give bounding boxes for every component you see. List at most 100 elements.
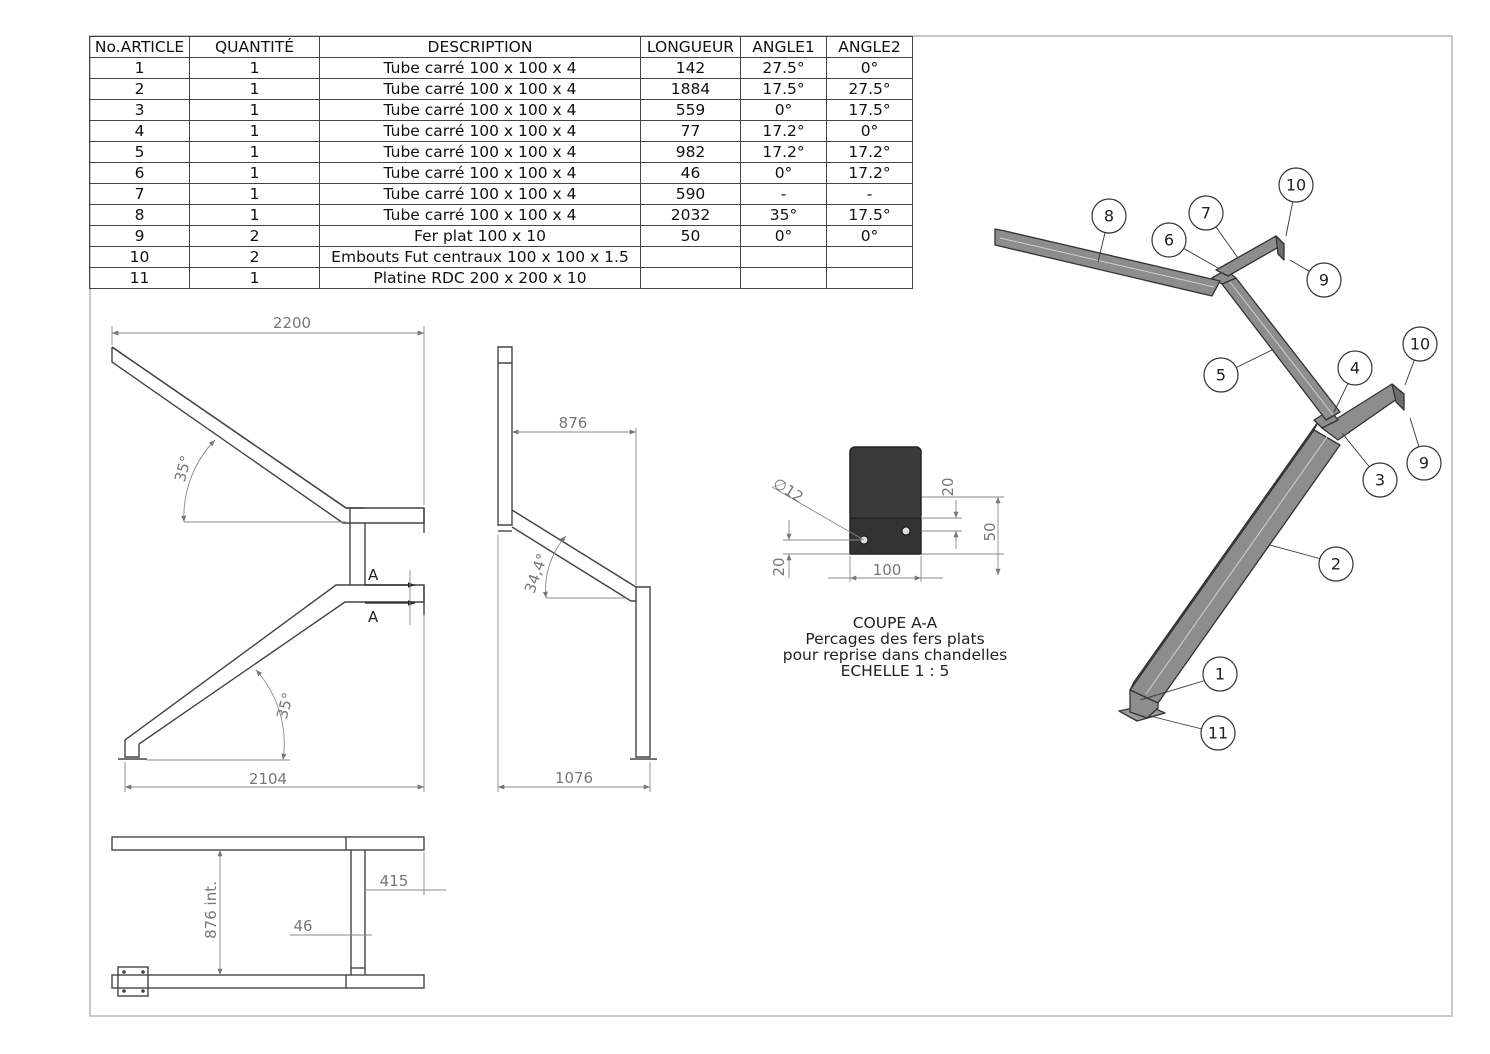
cell-description: Tube carré 100 x 100 x 4: [319, 57, 641, 79]
cell-angle2: 27.5°: [826, 78, 913, 100]
section-caption-line-2: pour reprise dans chandelles: [782, 646, 1008, 664]
front-bottom-stub: [350, 584, 425, 603]
cell-description: Tube carré 100 x 100 x 4: [319, 78, 641, 100]
svg-text:9: 9: [1319, 271, 1329, 290]
cell-angle2: 0°: [826, 57, 913, 79]
svg-text:9: 9: [1419, 454, 1429, 473]
section-marker-bottom: A: [368, 608, 379, 626]
svg-text:2: 2: [1331, 555, 1341, 574]
cell-description: Platine RDC 200 x 200 x 10: [319, 267, 641, 289]
front-top-stub: [346, 507, 425, 524]
dim-section-height: 50: [981, 522, 999, 541]
svg-text:7: 7: [1201, 204, 1211, 223]
iso-tube-2: [1129, 429, 1341, 704]
top-lower-bar: [111, 974, 425, 989]
balloon-9-upper: 9: [1306, 262, 1342, 298]
header-quantity: QUANTITÉ: [189, 36, 320, 58]
isometric-view: 1 2 3 4 5 6 7 8 9 10 11 9 10: [994, 167, 1442, 751]
dim-front-bottom-angle: 35°: [273, 691, 297, 721]
balloon-11: 11: [1200, 715, 1236, 751]
section-scale: ECHELLE 1 : 5: [840, 662, 950, 680]
cell-angle2: 17.5°: [826, 204, 913, 226]
svg-text:10: 10: [1286, 176, 1306, 195]
header-angle2: ANGLE2: [826, 36, 913, 58]
cell-angle1: 0°: [740, 99, 827, 121]
svg-text:11: 11: [1208, 724, 1228, 743]
balloon-10-upper: 10: [1278, 167, 1314, 203]
svg-text:5: 5: [1216, 366, 1226, 385]
top-view: 876 int. 415 46: [111, 836, 446, 997]
bill-of-materials-table: No.ARTICLE QUANTITÉ DESCRIPTION LONGUEUR…: [89, 36, 913, 289]
cell-angle2: [826, 267, 913, 289]
dim-front-bottom-width: 2104: [249, 770, 287, 788]
cell-description: Tube carré 100 x 100 x 4: [319, 162, 641, 184]
dim-front-top-width: 2200: [273, 314, 311, 332]
section-marker-top: A: [368, 566, 379, 584]
balloon-2: 2: [1318, 546, 1354, 582]
section-title: COUPE A-A: [852, 614, 938, 632]
svg-text:6: 6: [1164, 231, 1174, 250]
svg-text:10: 10: [1410, 335, 1430, 354]
section-view: ∅12 20 50 20 100: [770, 446, 1004, 582]
side-arm: [511, 509, 651, 758]
cell-length: 142: [640, 57, 741, 79]
cell-angle1: 17.2°: [740, 120, 827, 142]
dim-side-bottom-width: 1076: [555, 769, 593, 787]
balloon-7: 7: [1188, 195, 1224, 231]
cell-angle2: 17.2°: [826, 141, 913, 163]
svg-text:1: 1: [1215, 665, 1225, 684]
balloon-10-lower: 10: [1402, 326, 1438, 362]
iso-tube-10-upper: [1275, 235, 1285, 261]
cell-description: Fer plat 100 x 10: [319, 225, 641, 247]
top-upper-bar: [111, 836, 425, 851]
balloon-9-lower: 9: [1406, 445, 1442, 481]
cell-length: 2032: [640, 204, 741, 226]
balloon-8: 8: [1091, 198, 1127, 234]
balloon-6: 6: [1151, 222, 1187, 258]
balloon-5: 5: [1203, 357, 1239, 393]
front-upper-arm: [111, 346, 351, 524]
section-caption-line-1: Percages des fers plats: [805, 630, 985, 648]
front-lower-arm: [124, 584, 365, 758]
dim-section-top: 20: [939, 477, 957, 496]
balloon-1: 1: [1202, 656, 1238, 692]
side-view: 876 34,4° 1076: [497, 346, 657, 792]
balloon-3: 3: [1362, 462, 1398, 498]
top-base-plate: [117, 966, 149, 997]
front-view: A A 2200 35° 35° 2104: [111, 314, 425, 792]
dim-front-top-angle: 35°: [171, 454, 195, 484]
cell-angle1: 17.2°: [740, 141, 827, 163]
front-post: [349, 507, 366, 585]
section-flat-bar: [849, 517, 922, 555]
iso-tube-10-lower: [1391, 383, 1405, 411]
dim-hole-diameter: ∅12: [770, 474, 807, 506]
cell-description: Embouts Fut centraux 100 x 100 x 1.5: [319, 246, 641, 268]
header-angle1: ANGLE1: [740, 36, 827, 58]
svg-text:8: 8: [1104, 207, 1114, 226]
svg-text:3: 3: [1375, 471, 1385, 490]
bom-header-row: No.ARTICLE QUANTITÉ DESCRIPTION LONGUEUR…: [89, 36, 913, 58]
iso-tube-5: [1221, 277, 1341, 421]
cell-description: Tube carré 100 x 100 x 4: [319, 120, 641, 142]
top-post: [350, 850, 366, 975]
svg-text:4: 4: [1350, 359, 1360, 378]
balloon-4: 4: [1337, 350, 1373, 386]
side-post: [497, 346, 513, 526]
dim-top-inner: 876 int.: [202, 881, 220, 939]
section-caption: COUPE A-A Percages des fers plats pour r…: [760, 615, 1030, 679]
cell-description: Tube carré 100 x 100 x 4: [319, 204, 641, 226]
iso-tube-1: [1129, 689, 1159, 719]
dim-top-offset: 415: [380, 872, 409, 890]
cell-length: 590: [640, 183, 741, 205]
cell-angle1: 17.5°: [740, 78, 827, 100]
